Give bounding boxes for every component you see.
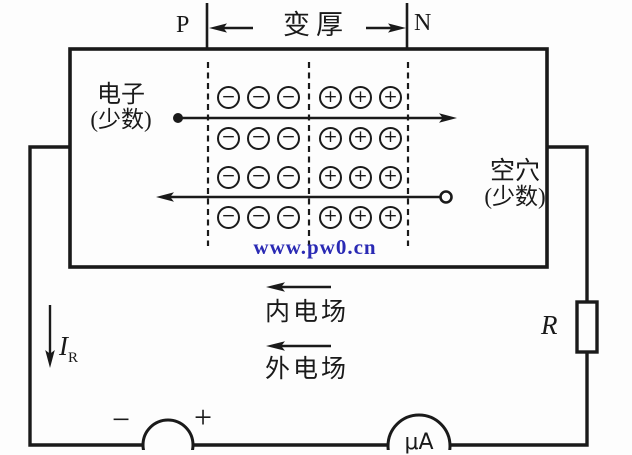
electron-minority-label: 电子 (少数) [76,82,166,133]
negative-ion-icon: − [277,165,300,189]
depletion-boundary-ticks [205,3,409,49]
positive-ion-icon: + [319,86,342,109]
positive-ion-group: + + + [319,205,402,229]
positive-ion-icon: + [349,126,372,150]
negative-ion-icon: − [217,205,240,229]
battery-positive-sign: + [194,399,213,435]
positive-ion-group: + + + [319,126,402,150]
electron-drift-arrow [173,113,457,123]
positive-ion-icon: + [379,86,402,109]
p-region-label: P [176,12,190,38]
resistor-symbol [575,300,599,354]
negative-ion-icon: − [247,165,270,189]
widen-right-arrow [366,23,406,33]
current-subscript: R [68,350,79,366]
watermark-text: www.pw0.cn [253,235,377,259]
negative-ion-icon: − [247,86,270,109]
hole-minority-label: 空穴 (少数) [472,158,558,210]
resistor-label: R [541,310,558,340]
circuit-wire [28,145,589,447]
ion-row: −−−+++ [217,165,402,189]
positive-ion-icon: + [379,205,402,229]
microammeter-symbol [386,413,452,450]
negative-ion-icon: − [247,126,270,150]
negative-ion-group: −−− [217,205,300,229]
semiconductor-box [68,47,549,269]
positive-ion-icon: + [349,86,372,109]
negative-ion-icon: − [217,165,240,189]
negative-ion-group: −−− [217,86,300,109]
reverse-current-arrow [45,305,55,368]
positive-ion-icon: + [379,165,402,189]
ion-row: −−−+++ [217,86,402,109]
positive-ion-icon: + [319,126,342,150]
electron-label-line1: 电子 [97,82,145,108]
negative-ion-group: −−− [217,165,300,189]
microammeter-label: μA [404,430,434,455]
positive-ion-icon: + [379,126,402,150]
external-field-arrow [266,341,331,351]
internal-field-label: 内电场 [265,299,350,326]
negative-ion-icon: − [277,86,300,109]
ion-row: −−−+++ [217,126,402,150]
ion-row: −−−+++ [217,205,402,229]
hole-drift-arrow [156,190,453,204]
hole-label-line2: (少数) [484,184,546,210]
current-symbol: I [59,331,68,361]
n-region-label: N [414,10,432,36]
positive-ion-icon: + [349,165,372,189]
reverse-current-label: IR [59,332,78,367]
positive-ion-icon: + [319,205,342,229]
widen-left-arrow [209,23,253,33]
electron-label-line2: (少数) [90,107,152,133]
depletion-thicken-label: 变厚 [283,10,349,40]
positive-ion-group: + + + [319,86,402,109]
positive-ion-icon: + [319,165,342,189]
power-source-symbol [141,418,195,450]
negative-ion-group: −−− [217,126,300,150]
battery-negative-sign: − [112,401,131,437]
positive-ion-icon: + [349,205,372,229]
positive-ion-group: + + + [319,165,402,189]
negative-ion-icon: − [277,126,300,150]
negative-ion-icon: − [277,205,300,229]
negative-ion-icon: − [217,126,240,150]
internal-field-arrow [266,282,331,292]
external-field-label: 外电场 [265,356,350,383]
negative-ion-icon: − [247,205,270,229]
negative-ion-icon: − [217,86,240,109]
hole-label-line1: 空穴 [489,158,540,185]
